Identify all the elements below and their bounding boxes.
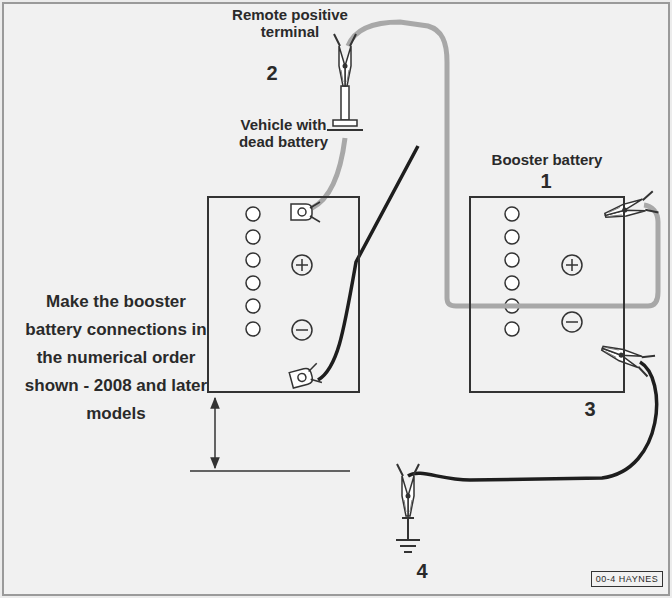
battery-heading: Booster battery bbox=[467, 151, 627, 168]
instruction-note: Make the booster battery connections in … bbox=[18, 288, 214, 428]
battery-box: Booster battery bbox=[469, 196, 625, 393]
polarity-symbols bbox=[292, 255, 582, 340]
ground-symbol bbox=[396, 518, 420, 552]
jumper-clamp bbox=[599, 338, 655, 376]
battery-heading: Vehicle with dead battery bbox=[224, 116, 344, 150]
callout-number: 4 bbox=[410, 560, 434, 582]
battery-box: Vehicle with dead battery bbox=[207, 196, 360, 393]
callout-number: 3 bbox=[578, 398, 602, 420]
jumper-clamp bbox=[397, 464, 419, 516]
callout-number: 2 bbox=[260, 62, 284, 84]
part-label: Remote positive terminal bbox=[224, 6, 356, 40]
ground-level-line bbox=[190, 470, 350, 472]
positive-jumper-cable bbox=[348, 22, 658, 306]
remote-positive-stud bbox=[327, 86, 363, 130]
dimension-arrow bbox=[214, 398, 216, 468]
negative-jumper-cable bbox=[408, 362, 657, 480]
callout-number: 1 bbox=[534, 170, 558, 192]
cell-caps bbox=[246, 207, 519, 336]
jumper-clamp bbox=[334, 34, 356, 86]
frame bbox=[3, 3, 669, 595]
battery-terminal bbox=[289, 363, 322, 390]
dead-negative-cable bbox=[318, 146, 418, 380]
battery-terminal bbox=[291, 202, 320, 222]
figure-code: 00-4 HAYNES bbox=[591, 571, 663, 587]
